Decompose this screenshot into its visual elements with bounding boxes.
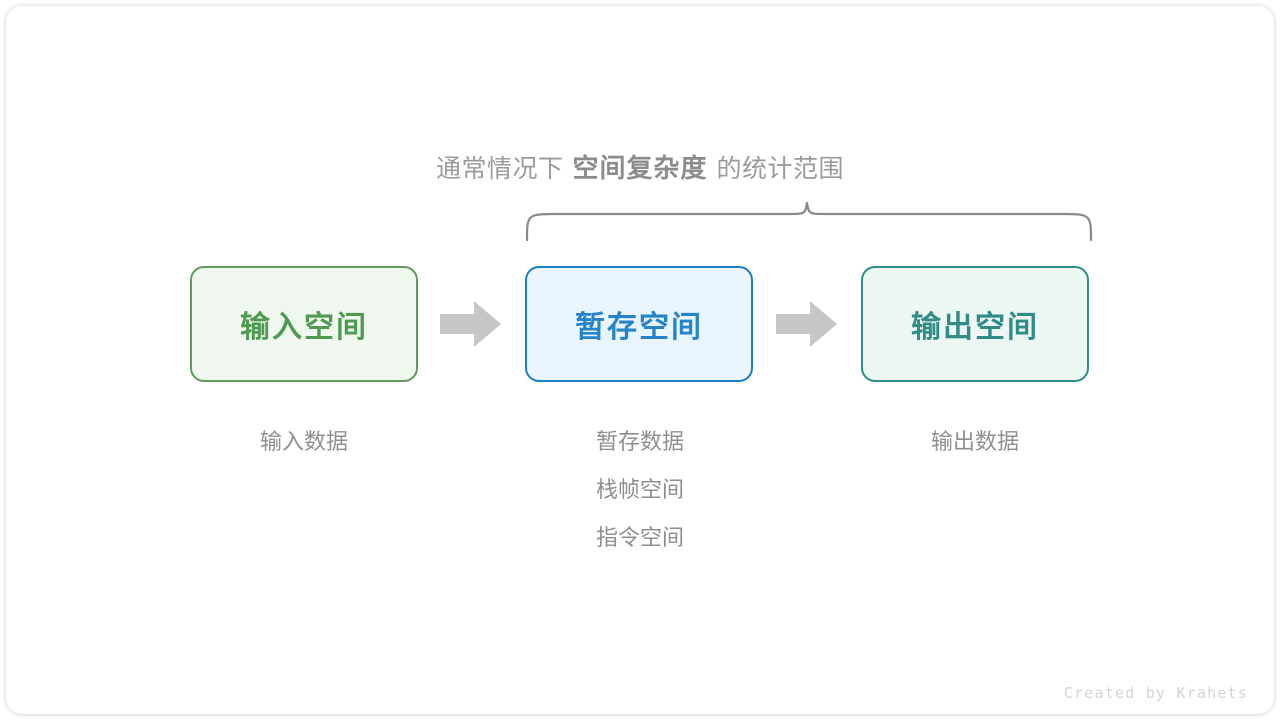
caption-suffix: 的统计范围 bbox=[716, 155, 845, 183]
arrow-input-to-temp-icon bbox=[440, 300, 502, 348]
box-input-space[interactable]: 输入空间 bbox=[190, 266, 418, 382]
box-output-space-label: 输出空间 bbox=[911, 311, 1039, 344]
caption-highlight-space-complexity: 空间复杂度 bbox=[572, 153, 708, 183]
description-output: 输出数据 bbox=[845, 418, 1105, 466]
caption-prefix: 通常情况下 bbox=[435, 155, 564, 183]
right-arrow-icon bbox=[440, 301, 501, 347]
description-temp-line-2: 栈帧空间 bbox=[595, 477, 684, 502]
description-output-line-1: 输出数据 bbox=[930, 429, 1019, 454]
box-input-space-label: 输入空间 bbox=[240, 311, 368, 344]
box-temp-space-label: 暂存空间 bbox=[575, 311, 703, 344]
description-temp: 暂存数据 栈帧空间 指令空间 bbox=[510, 418, 770, 562]
right-arrow-icon bbox=[776, 301, 837, 347]
scope-brace bbox=[505, 190, 1115, 260]
description-temp-line-1: 暂存数据 bbox=[595, 429, 684, 454]
box-temp-space[interactable]: 暂存空间 bbox=[525, 266, 753, 382]
brace-icon bbox=[525, 201, 1093, 242]
watermark-credit: Created by Krahets bbox=[1063, 684, 1248, 702]
description-temp-line-3: 指令空间 bbox=[595, 525, 684, 550]
arrow-temp-to-output-icon bbox=[776, 300, 838, 348]
caption-line: 通常情况下空间复杂度的统计范围 bbox=[0, 148, 1280, 185]
box-output-space[interactable]: 输出空间 bbox=[861, 266, 1089, 382]
description-input: 输入数据 bbox=[174, 418, 434, 466]
description-input-line-1: 输入数据 bbox=[259, 429, 348, 454]
